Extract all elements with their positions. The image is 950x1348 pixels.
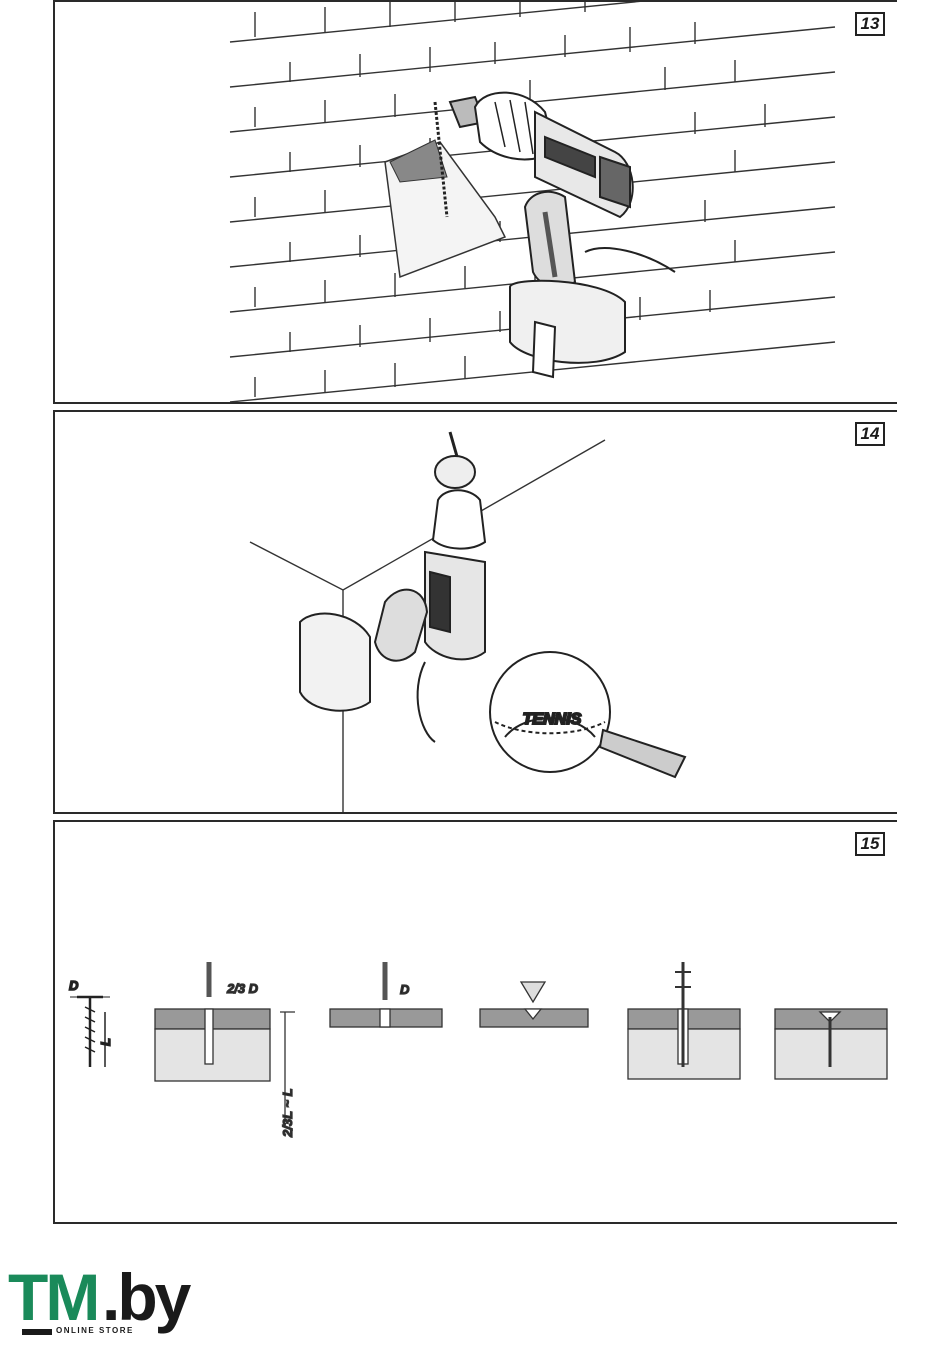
step-drive-screw xyxy=(628,962,740,1079)
label-two-thirds-d: 2/3 D xyxy=(226,981,259,996)
logo-bar xyxy=(22,1329,52,1335)
figure-number: 14 xyxy=(855,422,885,446)
label-l: L xyxy=(98,1038,113,1046)
figure-14-illustration: TENNIS xyxy=(55,412,897,814)
tm-by-logo[interactable]: TM .by ONLINE STORE xyxy=(8,1264,178,1339)
step-screw-seated xyxy=(775,1009,887,1079)
label-d-2: D xyxy=(400,982,410,997)
label-d: D xyxy=(69,978,79,993)
step-countersink xyxy=(480,982,588,1027)
step-clearance-hole: D xyxy=(330,962,442,1027)
figure-15-illustration: D L 2/3 D 2/3L ~ L D xyxy=(55,822,897,1224)
figure-13-panel: 13 xyxy=(53,0,897,404)
logo-main: TM xyxy=(8,1264,97,1330)
drill-icon xyxy=(300,432,485,742)
tennis-ball-label: TENNIS xyxy=(523,711,582,728)
figure-number: 15 xyxy=(855,832,885,856)
logo-subtitle: ONLINE STORE xyxy=(56,1326,134,1335)
figure-13-illustration xyxy=(55,2,897,404)
figure-number: 13 xyxy=(855,12,885,36)
figure-14-panel: TENNIS 14 xyxy=(53,410,897,814)
screw-dimension-diagram: D L xyxy=(69,978,113,1067)
figure-15-panel: D L 2/3 D 2/3L ~ L D xyxy=(53,820,897,1224)
tennis-ball-icon: TENNIS xyxy=(490,652,685,777)
label-depth: 2/3L ~ L xyxy=(280,1088,295,1138)
step-pilot-hole: 2/3 D 2/3L ~ L xyxy=(155,962,295,1138)
logo-suffix: .by xyxy=(102,1264,188,1330)
